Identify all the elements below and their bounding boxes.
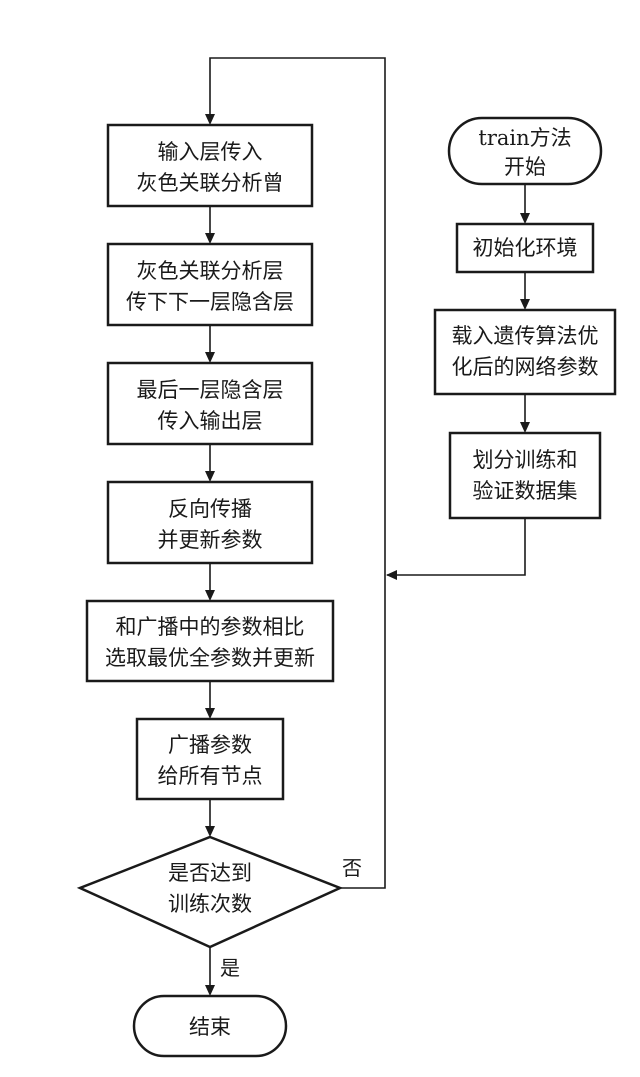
arrowhead	[520, 213, 530, 224]
node-broadcast: 广播参数 给所有节点	[135, 717, 285, 801]
node-text-line: 给所有节点	[158, 764, 263, 788]
node-text-line: 开始	[504, 155, 546, 179]
node-text-line: 传入输出层	[158, 409, 263, 433]
arrowhead	[205, 114, 215, 125]
arrowhead	[205, 985, 215, 996]
node-end: 结束	[132, 994, 288, 1058]
node-text-line: 选取最优全参数并更新	[105, 646, 315, 670]
node-text-line: 灰色关联分析层	[137, 259, 284, 283]
node-text-line: 传下下一层隐含层	[126, 290, 294, 314]
arrowhead	[205, 233, 215, 244]
arrowhead	[386, 570, 397, 580]
node-text-line: 是否达到	[168, 861, 252, 885]
node-split-data: 划分训练和 验证数据集	[448, 431, 602, 520]
node-grey-layer: 灰色关联分析层 传下下一层隐含层	[106, 242, 314, 327]
node-input-layer: 输入层传入 灰色关联分析曾	[106, 123, 314, 208]
arrowhead	[520, 299, 530, 310]
node-backprop: 反向传播 并更新参数	[106, 480, 314, 565]
edge-label-no: 否	[342, 856, 362, 880]
node-text-line: 反向传播	[168, 497, 252, 521]
node-text-line: 并更新参数	[158, 528, 263, 552]
node-last-hidden: 最后一层隐含层 传入输出层	[106, 361, 314, 446]
node-text-line: 载入遗传算法优	[452, 324, 599, 348]
node-text-line: 和广播中的参数相比	[116, 615, 305, 639]
node-decision: 是否达到 训练次数	[76, 835, 344, 949]
node-compare: 和广播中的参数相比 选取最优全参数并更新	[85, 599, 335, 683]
node-text-line: 广播参数	[168, 733, 252, 757]
arrowhead	[205, 708, 215, 719]
edge-decision-no-loop	[209, 57, 386, 889]
node-text-line: 化后的网络参数	[452, 355, 599, 379]
edge-label-yes: 是	[220, 956, 240, 980]
node-text-line: 最后一层隐含层	[137, 378, 284, 402]
node-text-line: 初始化环境	[473, 236, 578, 260]
edge-split-to-loop	[387, 518, 526, 576]
arrowhead	[520, 422, 530, 433]
node-init-env: 初始化环境	[455, 222, 595, 274]
node-load-params: 载入遗传算法优 化后的网络参数	[433, 308, 617, 396]
node-train-start: train方法 开始	[447, 116, 603, 186]
node-text-line: 结束	[189, 1015, 231, 1039]
node-text-line: 输入层传入	[158, 140, 263, 164]
node-text-line: 验证数据集	[473, 479, 578, 503]
arrowhead	[205, 590, 215, 601]
node-text-line: train方法	[478, 126, 571, 150]
arrowhead	[205, 826, 215, 837]
connectors	[205, 57, 530, 996]
arrowhead	[205, 471, 215, 482]
node-text-line: 训练次数	[168, 892, 252, 916]
node-text-line: 灰色关联分析曾	[137, 171, 284, 195]
arrowhead	[205, 352, 215, 363]
node-text-line: 划分训练和	[473, 448, 578, 472]
